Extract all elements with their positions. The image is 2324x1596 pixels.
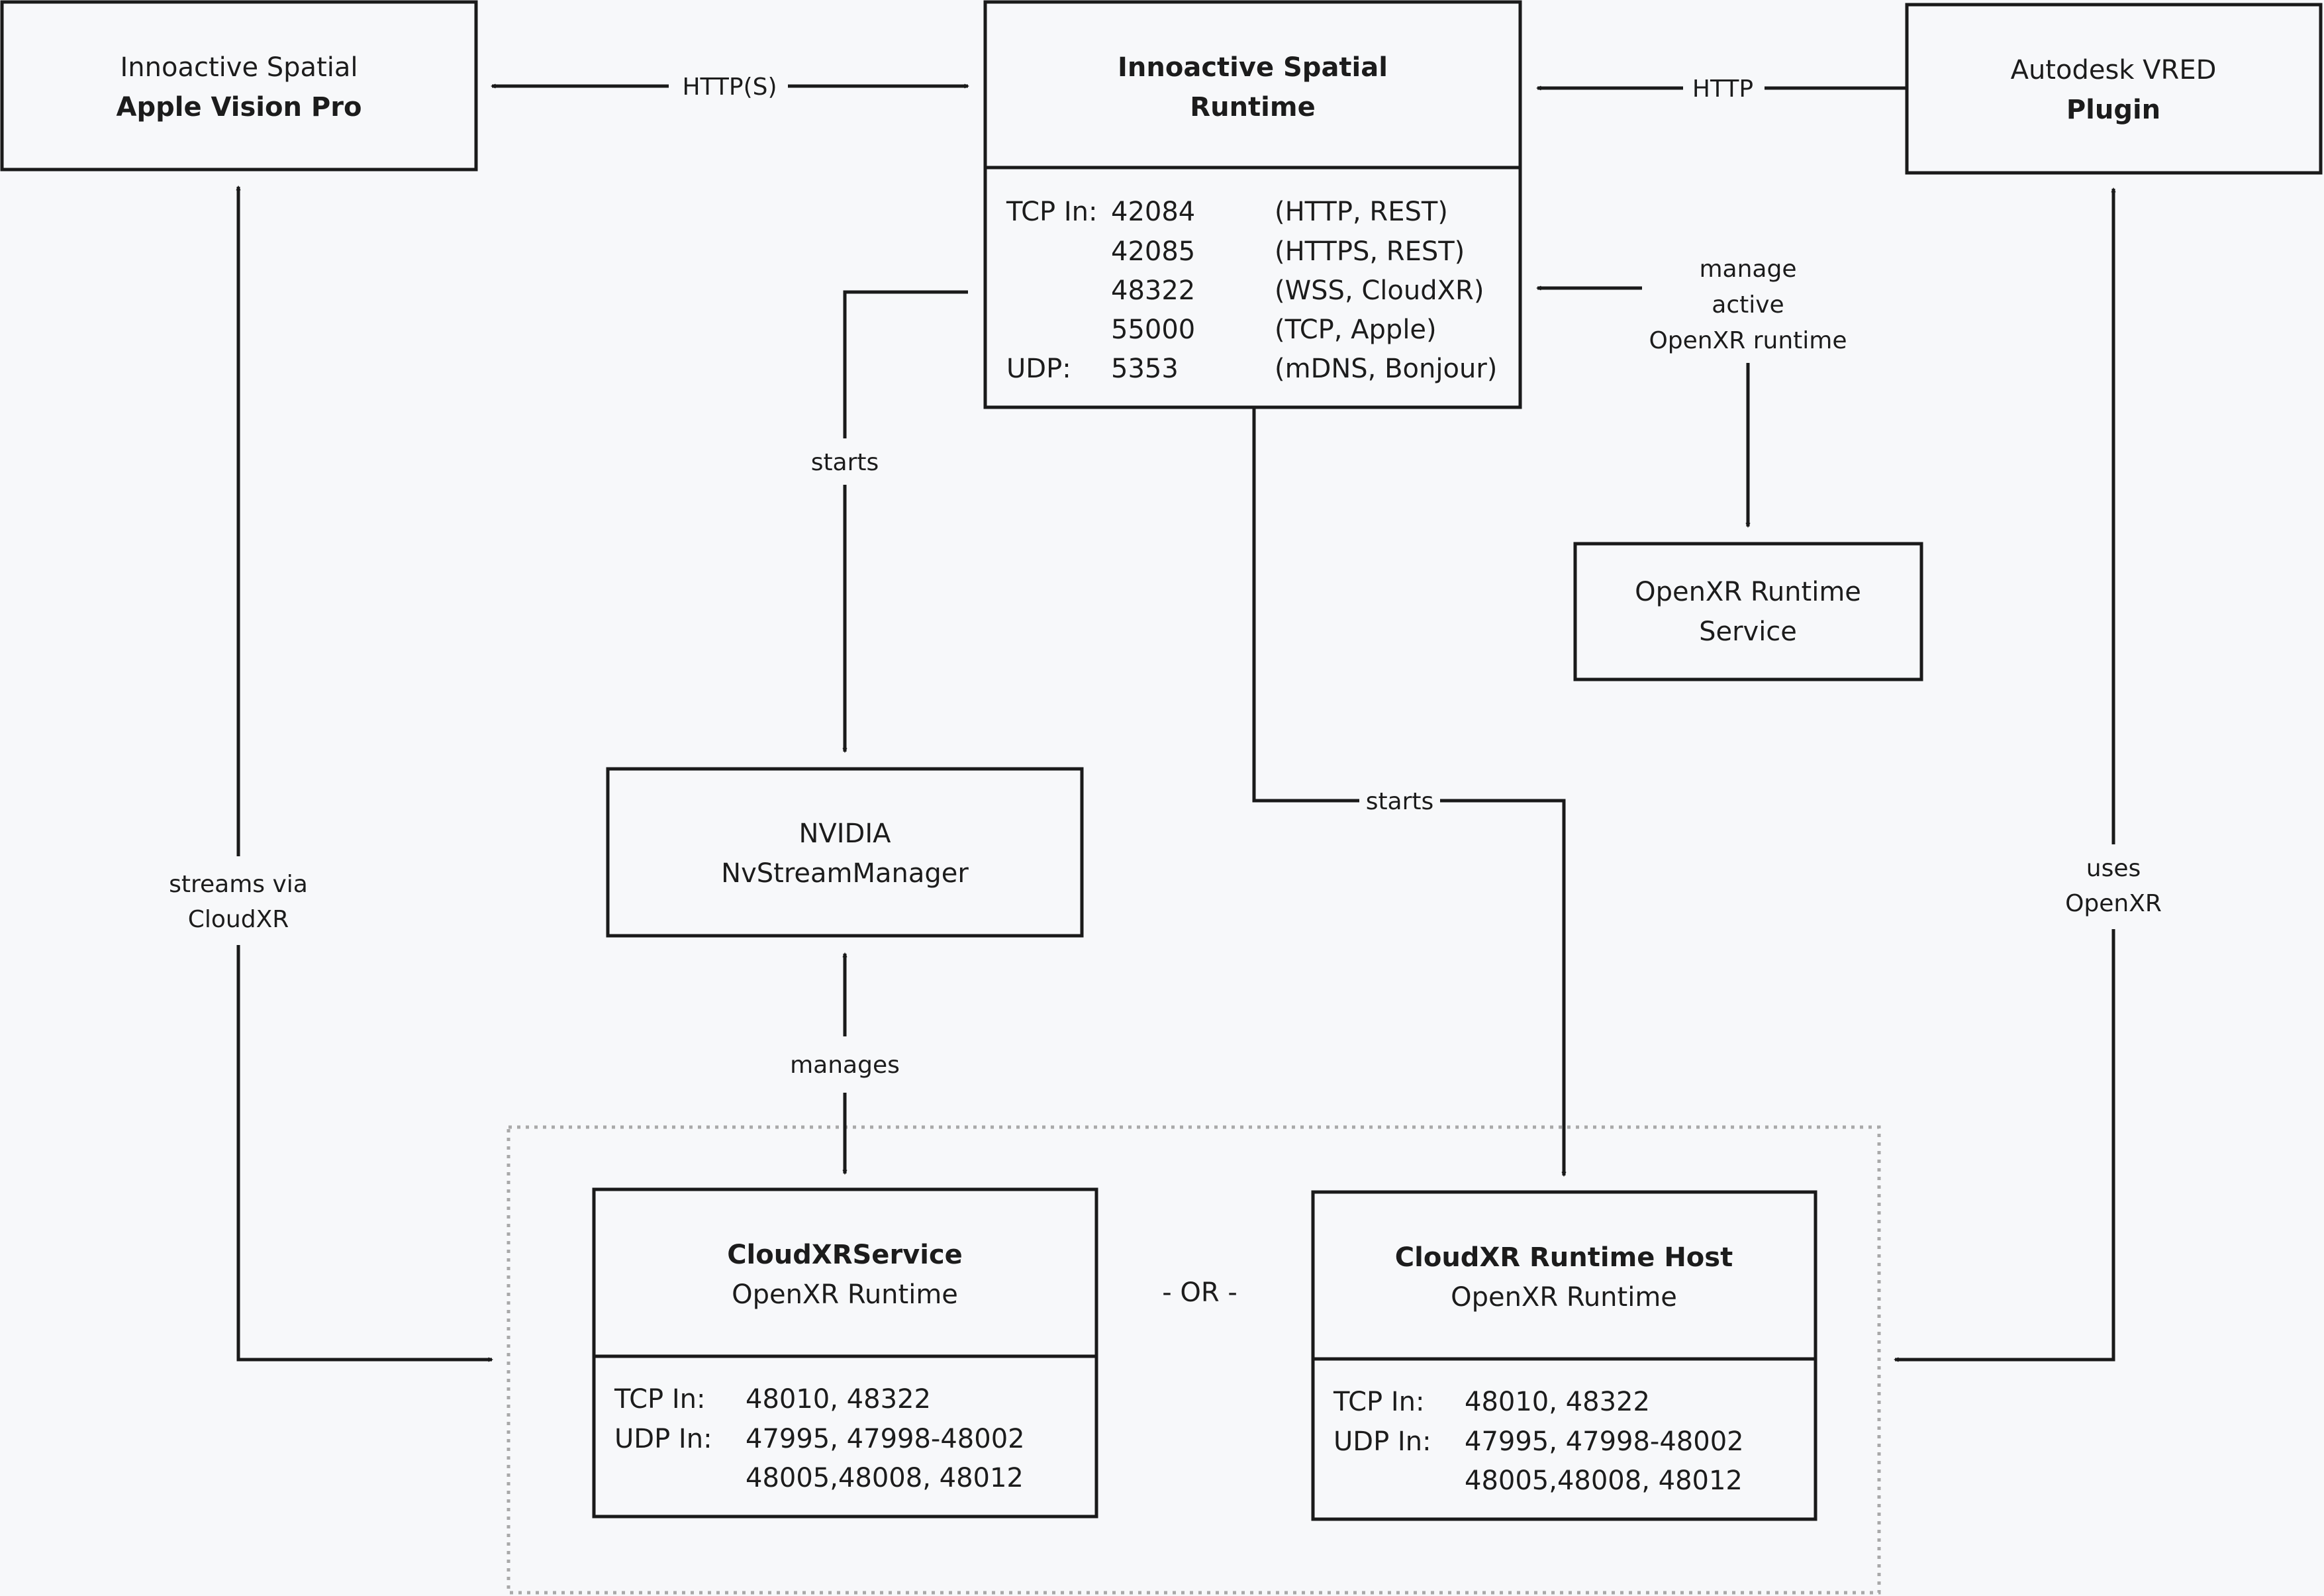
edge-http: HTTP [1536, 75, 1907, 103]
vred-title: Autodesk VRED [2011, 55, 2217, 85]
edge-https: HTTP(S) [491, 74, 969, 101]
port-number: 42084 [1111, 197, 1195, 227]
port-description: (mDNS, Bonjour) [1275, 354, 1497, 384]
edge-label-starts: starts [811, 449, 879, 476]
vred-subtitle: Plugin [2066, 95, 2160, 125]
edge-manages: manages [790, 952, 900, 1175]
openxr-service-subtitle: Service [1699, 617, 1797, 647]
edge-label-openxr-runtime: OpenXR runtime [1649, 327, 1847, 354]
edge-manage-openxr: manage active OpenXR runtime [1536, 256, 1847, 528]
tcp-ports: 48010, 48322 [1465, 1387, 1650, 1417]
openxr-service-node: OpenXR Runtime Service [1573, 542, 1923, 681]
edge-label-https: HTTP(S) [682, 74, 777, 101]
udp-ports: 47995, 47998-48002 [746, 1424, 1025, 1454]
runtime-node: Innoactive Spatial Runtime TCP In: 42084… [983, 0, 1522, 409]
port-number: 48322 [1111, 275, 1195, 306]
port-description: (HTTPS, REST) [1275, 236, 1465, 267]
edge-label-http: HTTP [1692, 75, 1753, 103]
port-proto: UDP: [1006, 354, 1071, 384]
edge-label-streams-via: streams via [169, 871, 308, 898]
port-description: (TCP, Apple) [1275, 315, 1437, 345]
cloudxr-host-node: CloudXR Runtime Host OpenXR Runtime TCP … [1311, 1190, 1817, 1521]
runtime-port-table: TCP In: 42084 (HTTP, REST) 42085 (HTTPS,… [1006, 197, 1497, 384]
vision-pro-title: Innoactive Spatial [121, 52, 358, 83]
port-number: 5353 [1111, 354, 1179, 384]
edge-label-cloudxr: CloudXR [188, 906, 289, 933]
edge-starts-nvidia: starts [811, 290, 968, 753]
cloudxr-service-node: CloudXRService OpenXR Runtime TCP In: 48… [592, 1187, 1098, 1519]
cloudxr-host-title: CloudXR Runtime Host [1395, 1242, 1733, 1273]
vision-pro-node: Innoactive Spatial Apple Vision Pro [0, 0, 478, 172]
udp-label: UDP In: [1333, 1426, 1431, 1457]
openxr-service-title: OpenXR Runtime [1635, 577, 1861, 607]
udp-ports: 48005,48008, 48012 [1465, 1466, 1743, 1496]
runtime-alternatives-group [507, 1125, 1881, 1595]
vred-node: Autodesk VRED Plugin [1905, 3, 2323, 175]
udp-ports: 48005,48008, 48012 [746, 1463, 1024, 1493]
udp-ports: 47995, 47998-48002 [1465, 1426, 1744, 1457]
edge-label-manage: manage [1699, 256, 1796, 283]
nvidia-subtitle: NvStreamManager [721, 858, 969, 889]
udp-label: UDP In: [614, 1424, 712, 1454]
cloudxr-service-title: CloudXRService [727, 1240, 963, 1270]
port-proto: TCP In: [1006, 197, 1097, 227]
or-separator: - OR - [1162, 1277, 1237, 1308]
edge-streams: streams via CloudXR [169, 185, 493, 1362]
edge-label-active: active [1712, 291, 1784, 319]
edge-starts-host: starts [1252, 407, 1567, 1177]
port-description: (WSS, CloudXR) [1275, 275, 1484, 306]
tcp-label: TCP In: [1333, 1387, 1424, 1417]
runtime-title: Innoactive Spatial [1118, 52, 1388, 83]
nvidia-node: NVIDIA NvStreamManager [606, 767, 1084, 938]
port-description: (HTTP, REST) [1275, 197, 1448, 227]
runtime-subtitle: Runtime [1190, 92, 1315, 123]
edge-label-openxr: OpenXR [2065, 890, 2162, 917]
vision-pro-subtitle: Apple Vision Pro [117, 92, 362, 123]
edge-label-starts: starts [1366, 788, 1434, 815]
edge-label-uses: uses [2086, 855, 2141, 882]
port-number: 42085 [1111, 236, 1195, 267]
port-number: 55000 [1111, 315, 1195, 345]
edge-label-manages: manages [790, 1052, 900, 1079]
tcp-ports: 48010, 48322 [746, 1384, 931, 1415]
nvidia-title: NVIDIA [799, 819, 891, 849]
cloudxr-service-subtitle: OpenXR Runtime [732, 1279, 958, 1310]
edge-uses-openxr: uses OpenXR [1894, 187, 2162, 1362]
cloudxr-host-subtitle: OpenXR Runtime [1451, 1282, 1677, 1313]
tcp-label: TCP In: [614, 1384, 705, 1415]
